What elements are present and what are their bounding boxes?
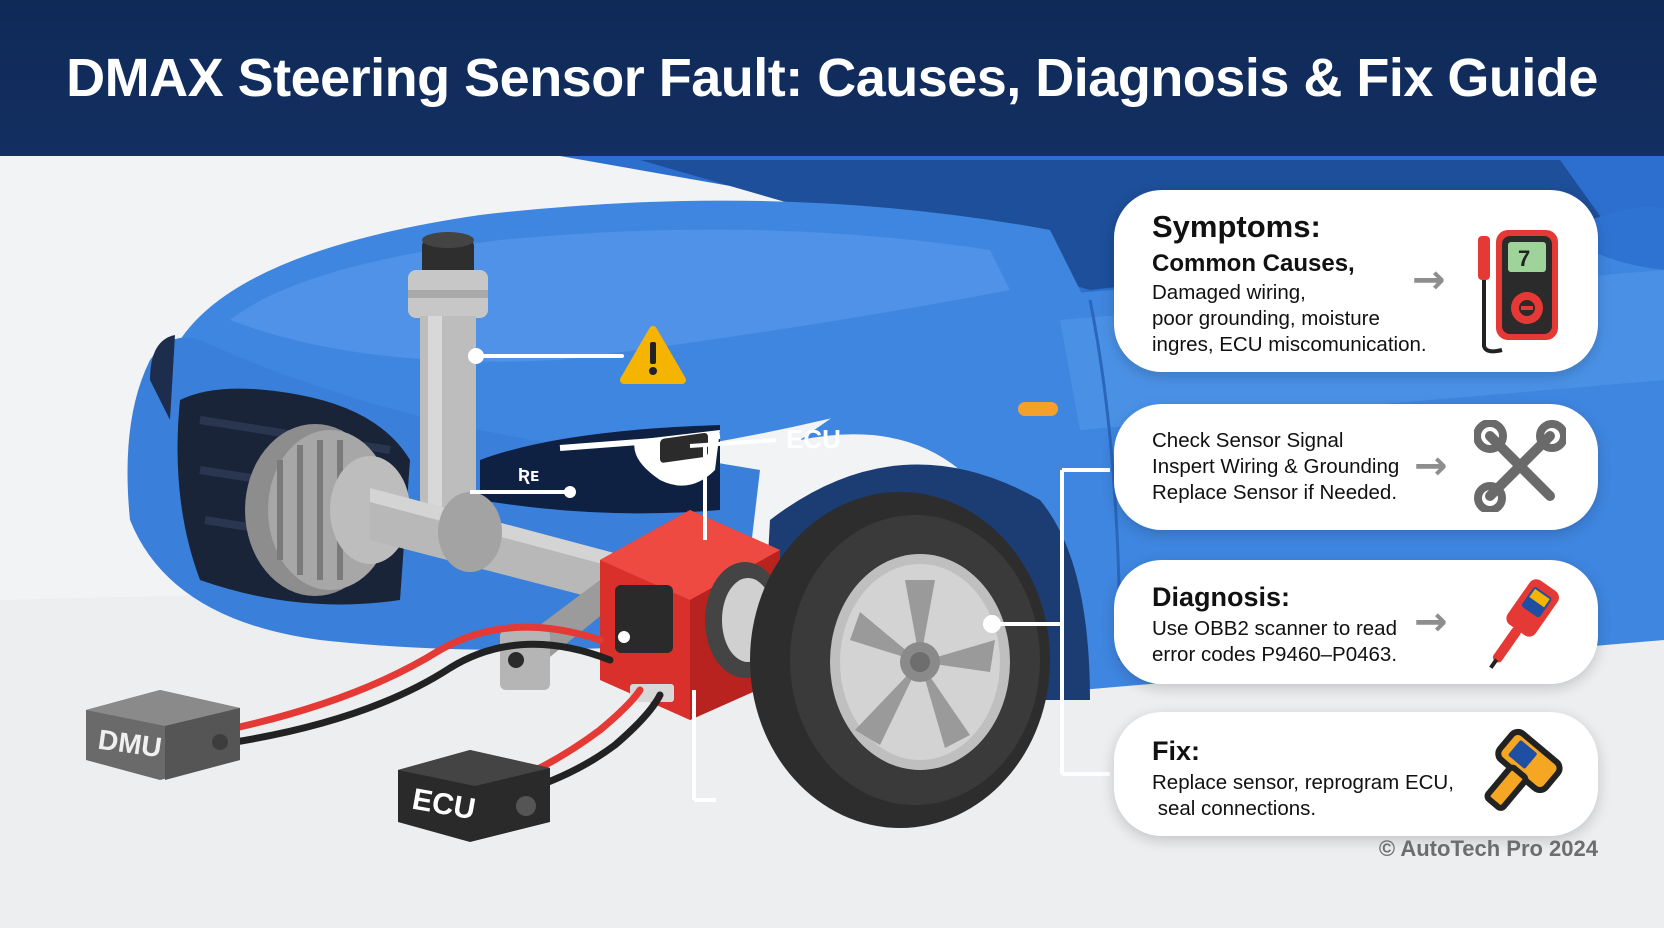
diagnosis-line: Use OBB2 scanner to read [1152,617,1397,640]
front-wheel [750,492,1050,828]
steering-rack [245,424,640,690]
symptoms-line: Damaged wiring, [1152,281,1306,304]
diagnosis-line: error codes P9460–P0463. [1152,643,1398,666]
check-line: Check Sensor Signal [1152,429,1344,452]
symptoms-title: Symptoms: [1152,209,1321,244]
fix-line: Replace sensor, reprogram ECU, [1152,771,1454,794]
fix-line: seal connections. [1152,797,1317,820]
obd-scanner-icon [1474,572,1564,681]
header-banner: DMAX Steering Sensor Fault: Causes, Diag… [0,0,1664,156]
fix-card: Fix: Replace sensor, reprogram ECU, seal… [1114,712,1598,836]
diagnosis-title: Diagnosis: [1152,582,1291,612]
symptoms-line: poor grounding, moisture [1152,307,1380,330]
wrench-screwdriver-icon [1473,419,1568,517]
arrow-right-icon: → [1412,257,1446,303]
multimeter-icon: 7 [1466,226,1566,361]
arrow-right-icon: → [1414,443,1448,489]
arrow-right-icon: → [1414,599,1448,645]
svg-text:7: 7 [1518,246,1530,271]
common-causes-subtitle: Common Causes, [1152,250,1355,277]
check-line: Inspert Wiring & Grounding [1152,455,1400,478]
scan-tool-icon [1468,726,1568,827]
fix-title: Fix: [1152,736,1201,766]
dmu-module [86,690,240,780]
diagnosis-card: Diagnosis: Use OBB2 scanner to read erro… [1114,560,1598,684]
symptoms-line: ingrеs, ECU miscomunication. [1152,333,1427,356]
ecu-module [398,750,550,842]
ecu-callout-label: ECU [786,424,841,454]
symptoms-card: Symptoms: Common Causes, Damaged wiring,… [1114,190,1598,372]
ke-callout-label: Ʀᴇ [518,465,540,485]
steering-column [408,232,488,516]
warning-icon [620,326,686,384]
page-title: DMAX Steering Sensor Fault: Causes, Diag… [66,48,1598,108]
check-line: Replace Sensor if Needed. [1152,481,1398,504]
callout-lines [470,354,1110,802]
copyright-text: © AutoTech Pro 2024 [1378,836,1598,861]
checks-card: Check Sensor Signal Inspert Wiring & Gro… [1114,404,1598,530]
